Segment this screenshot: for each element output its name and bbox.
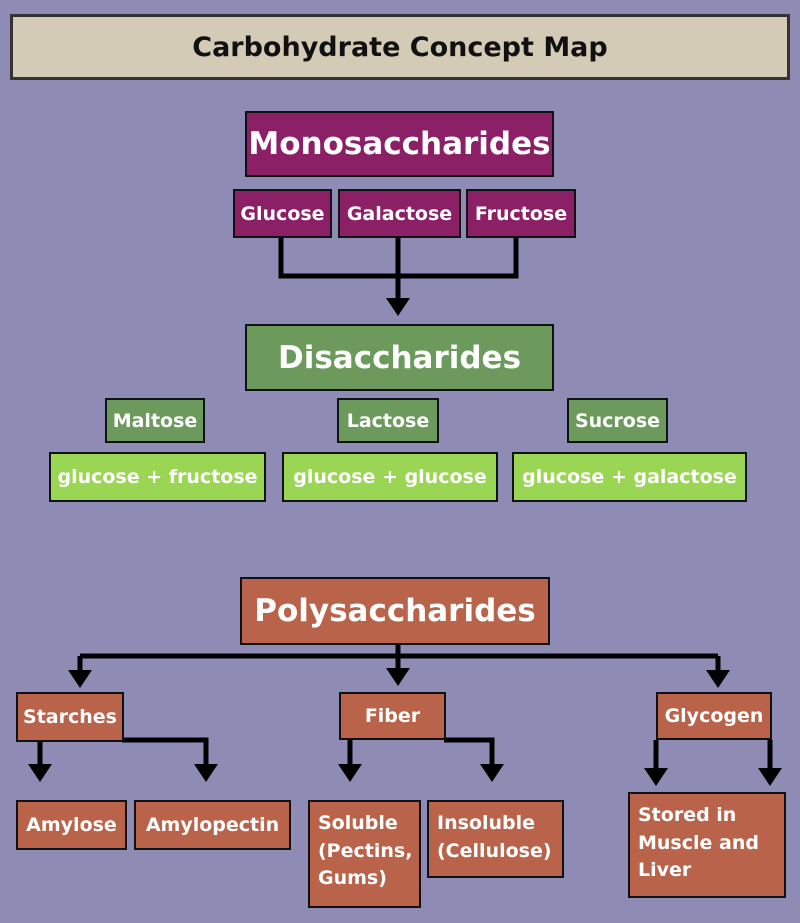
starches-connector (37, 737, 209, 766)
poly-group-starches: Starches (16, 692, 124, 742)
fiber-connector (347, 737, 495, 766)
di-item-sucrose: Sucrose (567, 398, 668, 443)
arrowhead-amylose (28, 764, 52, 782)
poly-group-fiber: Fiber (339, 692, 446, 740)
fiber-item-soluble: Soluble (Pectins, Gums) (308, 800, 421, 908)
monosaccharides-heading: Monosaccharides (245, 111, 554, 177)
starch-item-amylopectin: Amylopectin (134, 800, 291, 850)
arrowhead-stored-left (644, 768, 668, 786)
polysaccharides-heading: Polysaccharides (240, 577, 550, 645)
poly-group-glycogen: Glycogen (656, 692, 772, 740)
di-item-lactose: Lactose (337, 398, 439, 443)
arrowhead-amylopectin (194, 764, 218, 782)
arrowhead-di (386, 298, 410, 316)
di-composition-maltose: glucose + fructose (49, 452, 266, 502)
di-composition-lactose: glucose + glucose (282, 452, 498, 502)
arrowhead-stored-right (758, 768, 782, 786)
fiber-item-insoluble: Insoluble (Cellulose) (427, 800, 564, 878)
mono-item-galactose: Galactose (338, 189, 461, 238)
mono-item-fructose: Fructose (466, 189, 576, 238)
starch-item-amylose: Amylose (16, 800, 127, 850)
glycogen-connector (653, 740, 773, 770)
poly-connector (80, 645, 718, 668)
arrowhead-soluble (338, 764, 362, 782)
page-title: Carbohydrate Concept Map (10, 14, 790, 80)
mono-item-glucose: Glucose (233, 189, 332, 238)
di-composition-sucrose: glucose + galactose (512, 452, 747, 502)
arrowhead-starches (68, 670, 92, 688)
disaccharides-heading: Disaccharides (245, 324, 554, 391)
arrowhead-insoluble (480, 764, 504, 782)
glycogen-item-stored: Stored in Muscle and Liver (628, 792, 786, 898)
mono-connector (278, 238, 519, 279)
arrowhead-glycogen (706, 670, 730, 688)
arrowhead-fiber (386, 668, 410, 686)
di-item-maltose: Maltose (105, 398, 205, 443)
